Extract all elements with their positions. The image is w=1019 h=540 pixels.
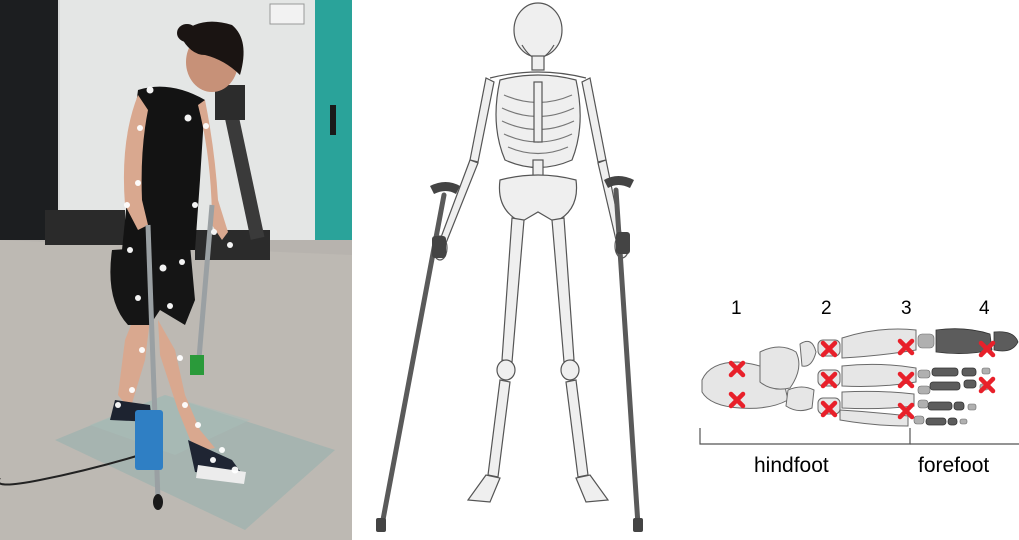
cuboid-bone: [786, 387, 814, 411]
forefoot-label: forefoot: [918, 454, 989, 478]
hindfoot-label: hindfoot: [754, 454, 829, 478]
skeleton-model-image: [360, 0, 690, 540]
motion-capture-photo: [0, 0, 352, 540]
hindfoot-bracket: [700, 428, 910, 444]
navicular-bone: [800, 341, 816, 366]
talus-bone: [760, 347, 799, 389]
foot-segmentation-diagram: 1 2 3 4: [690, 0, 1019, 540]
